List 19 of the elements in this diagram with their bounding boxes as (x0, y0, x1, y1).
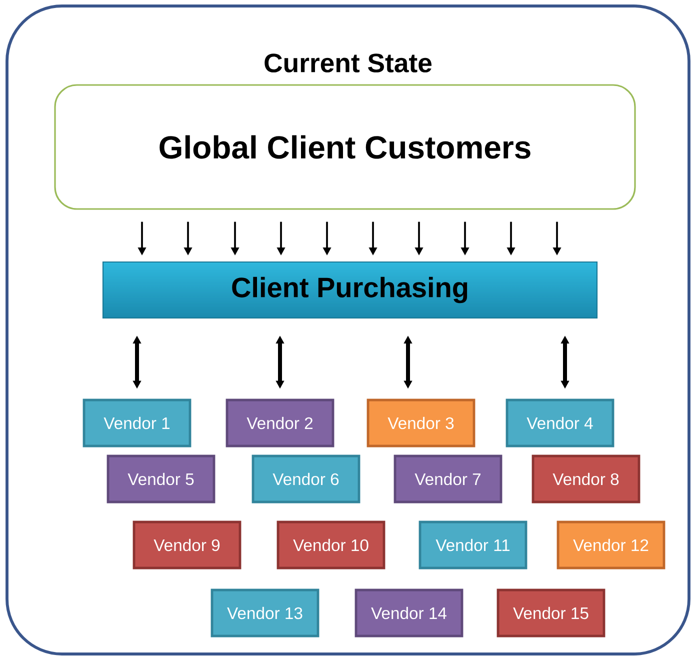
vendor-box: Vendor 15 (496, 588, 606, 638)
vendor-box: Vendor 11 (418, 520, 528, 570)
vendor-box: Vendor 2 (226, 398, 334, 448)
vendor-box: Vendor 9 (132, 520, 242, 570)
vendor-box: Vendor 6 (252, 454, 360, 504)
frame-box (6, 4, 690, 656)
vendor-box: Vendor 5 (106, 454, 216, 504)
vendor-box: Vendor 14 (354, 588, 464, 638)
process-box: Global Client Customers (54, 84, 636, 210)
vendor-box: Vendor 8 (532, 454, 640, 504)
vendor-box: Vendor 4 (506, 398, 614, 448)
vendor-box: Vendor 7 (394, 454, 502, 504)
vendor-box: Vendor 12 (556, 520, 666, 570)
title: Current State (264, 54, 432, 72)
vendor-box: Vendor 10 (276, 520, 386, 570)
process-bar: Client Purchasing (102, 261, 598, 319)
vendor-box: Vendor 1 (82, 398, 192, 448)
vendor-box: Vendor 3 (366, 398, 476, 448)
vendor-box: Vendor 13 (210, 588, 320, 638)
